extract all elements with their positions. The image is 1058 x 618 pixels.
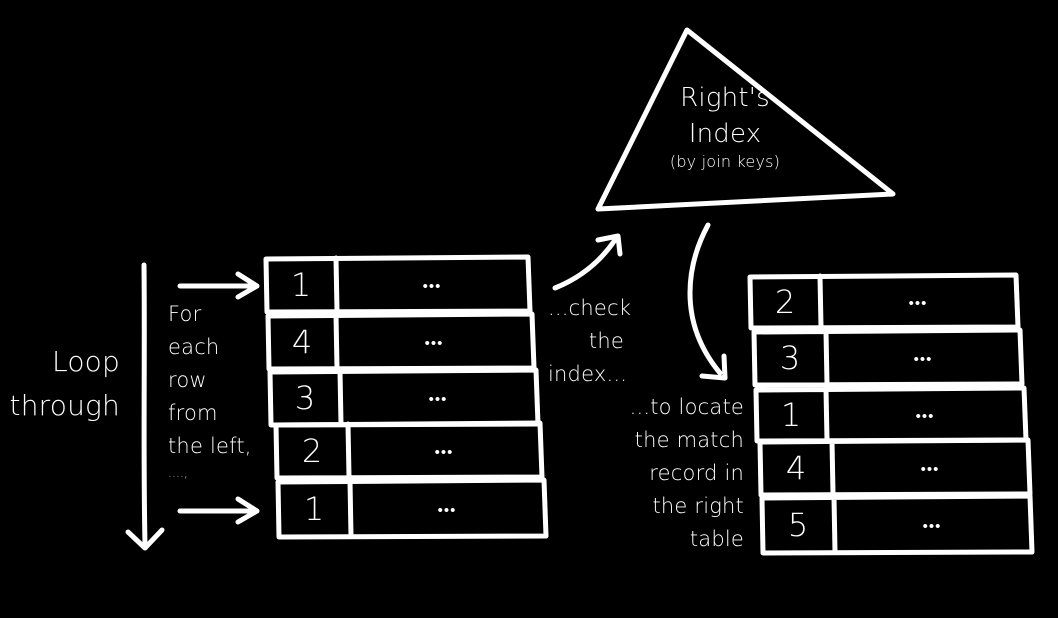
left-table-row-cell: ••• xyxy=(438,501,457,519)
left-table-row-key: 3 xyxy=(295,379,315,417)
for-each-line: each xyxy=(168,335,220,359)
check-index-label: ...check the index... xyxy=(548,292,632,391)
arrow-to-last-row xyxy=(177,496,260,525)
right-table-row-key: 4 xyxy=(786,449,806,487)
right-table-row: 2 ••• xyxy=(747,272,1021,331)
left-table-row: 1 ••• xyxy=(263,254,533,315)
right-table-row-cell: ••• xyxy=(909,294,928,312)
right-table-row: 5 ••• xyxy=(759,493,1035,556)
left-table-row: 2 ••• xyxy=(273,420,545,481)
locate-line: record in xyxy=(649,461,744,485)
locate-record-label: ...to locate the match record in the rig… xyxy=(612,391,744,556)
right-table-row-key: 5 xyxy=(788,506,808,544)
index-title: Right's Index (by join keys) xyxy=(650,80,800,171)
index-title-line2: Index xyxy=(688,119,762,149)
right-table-row-key: 1 xyxy=(781,396,801,434)
right-table-row-border xyxy=(747,272,1021,331)
for-each-line: row xyxy=(168,368,207,392)
locate-line: the match xyxy=(634,428,744,452)
left-table-row-key: 4 xyxy=(292,323,312,361)
right-table-row-key: 3 xyxy=(780,339,800,377)
for-each-line: the left, xyxy=(168,434,252,458)
index-subtitle: (by join keys) xyxy=(669,152,781,171)
check-line: index... xyxy=(548,362,628,386)
right-table-row-cell: ••• xyxy=(916,407,935,425)
right-table-row-border xyxy=(751,327,1025,388)
for-each-line: from xyxy=(168,401,218,425)
left-table-row: 3 ••• xyxy=(267,367,541,428)
right-table: 2 ••• 3 ••• 1 ••• 4 ••• 5 ••• xyxy=(747,272,1035,556)
left-table-row: 1 ••• xyxy=(275,477,549,540)
left-table-row-key: 1 xyxy=(304,490,324,528)
index-title-line1: Right's xyxy=(680,83,770,113)
check-line: the xyxy=(588,329,624,353)
left-table-row-cell: ••• xyxy=(425,334,444,352)
arrow-to-first-row xyxy=(177,271,260,300)
right-table-row: 4 ••• xyxy=(757,437,1033,498)
check-line: ...check xyxy=(548,296,632,320)
left-table-row-cell: ••• xyxy=(429,390,448,408)
loop-label-line2: through xyxy=(9,389,120,422)
left-table-row-cell: ••• xyxy=(435,443,454,461)
left-table-row-cell: ••• xyxy=(423,277,442,295)
left-table-row-border xyxy=(275,477,549,540)
right-table-row-cell: ••• xyxy=(923,517,942,535)
right-table-row-cell: ••• xyxy=(914,350,933,368)
loop-through-label: Loop through xyxy=(8,340,120,428)
right-table-row: 3 ••• xyxy=(751,327,1025,388)
locate-line: the right xyxy=(652,494,744,518)
index-triangle xyxy=(595,27,896,212)
left-table-row: 4 ••• xyxy=(265,311,537,372)
right-table-row-cell: ••• xyxy=(921,460,940,478)
left-table-row-border xyxy=(263,254,533,315)
right-table-row-border xyxy=(759,493,1035,556)
loop-label-line1: Loop xyxy=(52,345,120,378)
left-table-row-border xyxy=(273,420,545,481)
for-each-line: ...., xyxy=(168,466,189,480)
arrow-to-index xyxy=(552,233,623,291)
for-each-row-label: For each row from the left, ...., xyxy=(168,298,252,483)
right-table-row: 1 ••• xyxy=(753,385,1029,444)
locate-line: ...to locate xyxy=(629,395,744,419)
locate-line: table xyxy=(689,527,744,551)
right-table-row-key: 2 xyxy=(775,283,795,321)
left-table: 1 ••• 4 ••• 3 ••• 2 ••• 1 ••• xyxy=(263,254,549,540)
arrow-to-right-table xyxy=(687,222,728,381)
for-each-line: For xyxy=(168,302,202,326)
left-table-row-key: 1 xyxy=(291,266,311,304)
loop-down-arrow xyxy=(125,262,165,551)
left-table-row-key: 2 xyxy=(302,432,322,470)
